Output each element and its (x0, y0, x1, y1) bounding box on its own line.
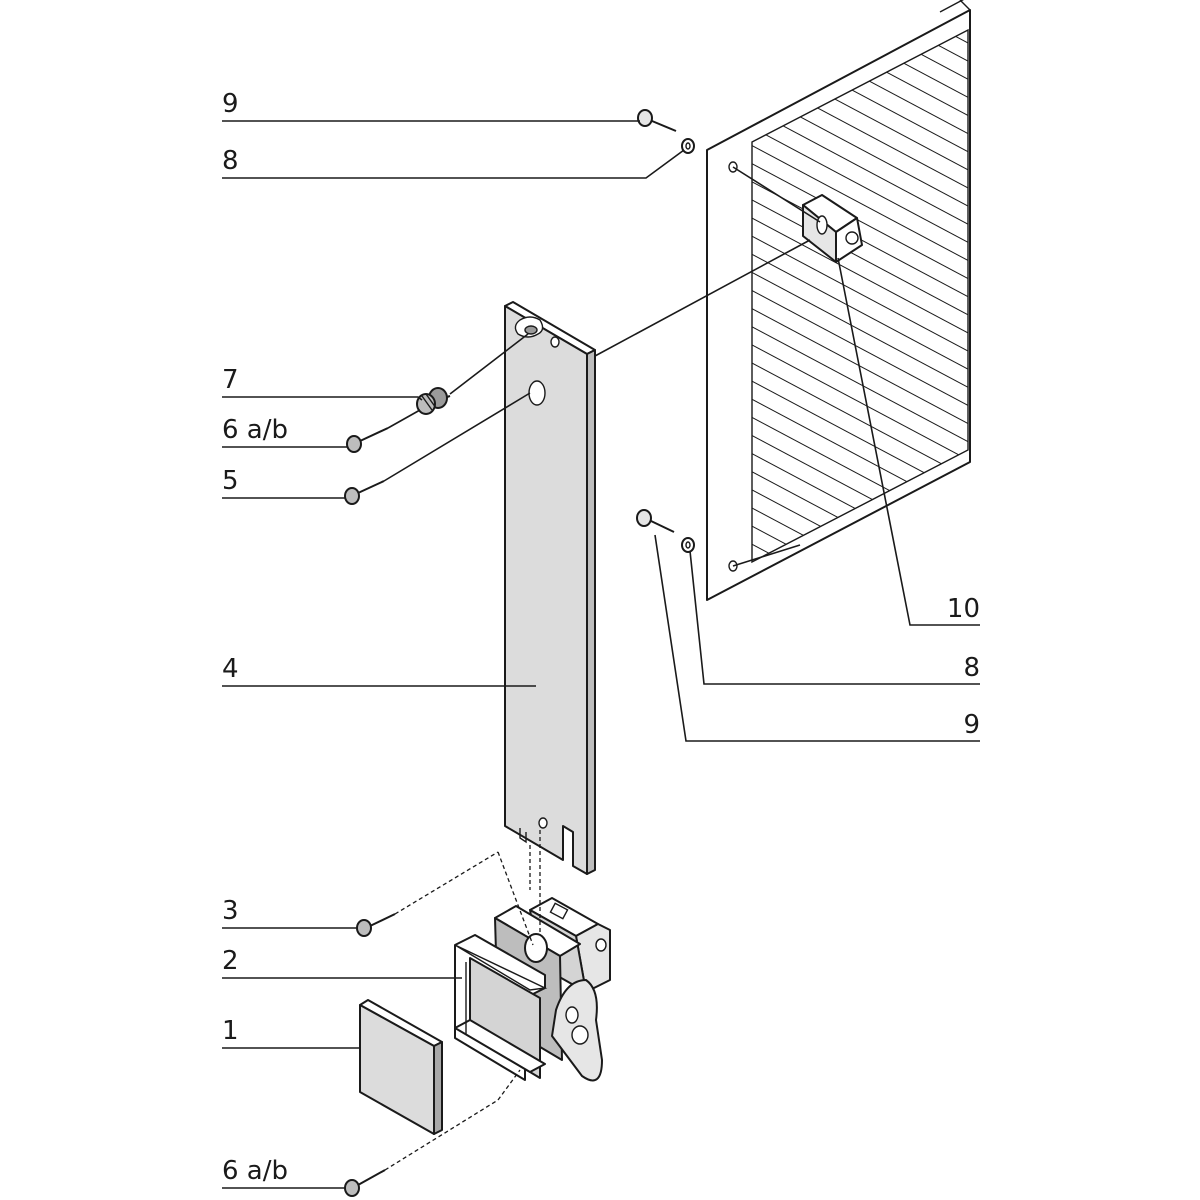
callout-7: 7 (222, 365, 239, 395)
washer-8-top (681, 138, 695, 154)
callout-2: 2 (222, 946, 239, 976)
callout-6ab-top: 6 a/b (222, 415, 288, 445)
callout-5: 5 (222, 466, 239, 496)
callout-labels: 9 8 7 6 a/b 5 4 3 2 1 6 a/b 10 8 9 (222, 89, 980, 1186)
callout-1: 1 (222, 1016, 239, 1046)
front-plate-4 (504, 301, 596, 875)
washer-8-right (681, 537, 695, 553)
label-plate-1 (359, 999, 443, 1135)
screw-3 (356, 913, 396, 937)
handle-assembly-2 (454, 897, 611, 1082)
guide-block (802, 194, 863, 263)
screw-5 (344, 480, 385, 505)
screw-6ab-top (346, 427, 389, 453)
callout-9-right: 9 (963, 710, 980, 740)
callout-8-right: 8 (963, 653, 980, 683)
callout-6ab-bottom: 6 a/b (222, 1156, 288, 1186)
screw-9-right (636, 509, 675, 533)
front-panel-large (706, 0, 971, 601)
callout-9-top: 9 (222, 89, 239, 119)
captive-screw-7 (416, 387, 451, 415)
assembly-lines (383, 166, 821, 1171)
callout-3: 3 (222, 896, 239, 926)
ventilation-grid (752, 30, 968, 562)
callout-10: 10 (947, 594, 980, 624)
screw-9-top (637, 109, 677, 132)
callout-leaders (222, 120, 980, 1189)
callout-8-top: 8 (222, 146, 239, 176)
callout-4: 4 (222, 654, 239, 684)
screw-6ab-bottom (344, 1169, 386, 1197)
